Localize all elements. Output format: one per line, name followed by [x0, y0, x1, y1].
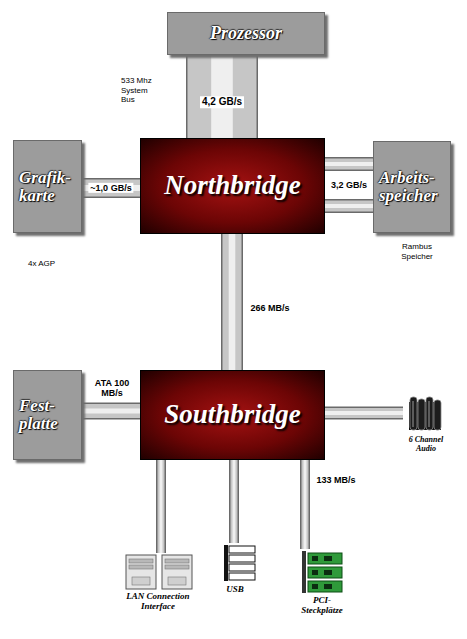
southbridge-box: Southbridge	[140, 370, 325, 460]
bus-connector	[82, 411, 140, 412]
annotation-label: Rambus Speicher	[392, 242, 442, 261]
node-text: USB	[213, 584, 257, 594]
bus-bar	[325, 199, 373, 213]
bandwidth-label: 4,2 GB/s	[200, 96, 244, 108]
usb-icon	[224, 545, 255, 581]
node-text: Southbridge	[164, 400, 301, 430]
bus-bar	[302, 460, 309, 549]
memory-box: Arbeits- speicher	[373, 141, 451, 233]
computer-icon	[126, 555, 192, 589]
bandwidth-label: 266 MB/s	[248, 303, 291, 313]
node-text: Arbeits- speicher	[379, 169, 445, 205]
bus-connector	[232, 234, 233, 370]
bus-bar	[300, 460, 310, 549]
node-text: Grafik- karte	[19, 169, 76, 205]
bus-bar	[186, 55, 258, 138]
bus-bar	[229, 460, 239, 543]
usb-device: USB	[213, 543, 257, 594]
bus-bar	[325, 411, 403, 415]
bus-connector	[305, 460, 306, 549]
bus-bar	[325, 159, 373, 170]
bus-bar	[82, 404, 140, 418]
bus-bar	[325, 201, 373, 212]
bus-connector	[325, 413, 403, 414]
northbridge-box: Northbridge	[140, 138, 325, 234]
bus-bar	[160, 460, 163, 553]
node-text: PCI- Steckplätze	[292, 595, 352, 616]
bus-bar	[82, 403, 140, 420]
bus-bar	[82, 180, 140, 197]
node-text: 6 Channel Audio	[403, 435, 449, 453]
bus-bar	[223, 234, 242, 370]
processor-box: Prozessor	[167, 12, 325, 55]
bus-connector	[161, 460, 162, 553]
bandwidth-label: ~1,0 GB/s	[88, 183, 133, 193]
bus-bar	[221, 234, 243, 370]
node-text: Fest- platte	[19, 397, 76, 433]
bus-bar	[325, 407, 403, 420]
bandwidth-label: ATA 100 MB/s	[87, 378, 137, 399]
bus-bar	[325, 204, 373, 208]
bus-bar	[325, 408, 403, 418]
node-text: LAN Connection Interface	[112, 591, 204, 612]
bus-bar	[325, 162, 373, 166]
speaker-icon	[409, 397, 441, 430]
bandwidth-label: 133 MB/s	[314, 475, 357, 485]
bus-bar	[229, 234, 236, 370]
bus-bar	[233, 460, 236, 543]
pci-card-icon	[302, 551, 342, 593]
audio-device: 6 Channel Audio	[403, 395, 449, 453]
bus-bar	[231, 460, 238, 543]
bus-bar	[156, 460, 166, 553]
bus-connector	[325, 164, 373, 206]
harddisk-box: Fest- platte	[13, 370, 82, 460]
bus-bar	[188, 55, 257, 138]
bus-connector	[234, 460, 235, 543]
bus-bar	[82, 178, 140, 198]
annotation-label: 533 Mhz System Bus	[121, 76, 163, 105]
bandwidth-label: 3,2 GB/s	[329, 180, 369, 190]
annotation-label: 4x AGP	[28, 259, 88, 269]
bus-bar	[158, 460, 165, 553]
bus-bar	[304, 460, 307, 549]
bus-bar	[325, 157, 373, 171]
pci-device: PCI- Steckplätze	[292, 549, 352, 616]
lan-device: LAN Connection Interface	[112, 553, 204, 612]
node-text: Northbridge	[164, 171, 301, 201]
bus-bar	[82, 408, 140, 413]
graphics-card-box: Grafik- karte	[13, 140, 82, 233]
node-text: Prozessor	[173, 24, 319, 43]
